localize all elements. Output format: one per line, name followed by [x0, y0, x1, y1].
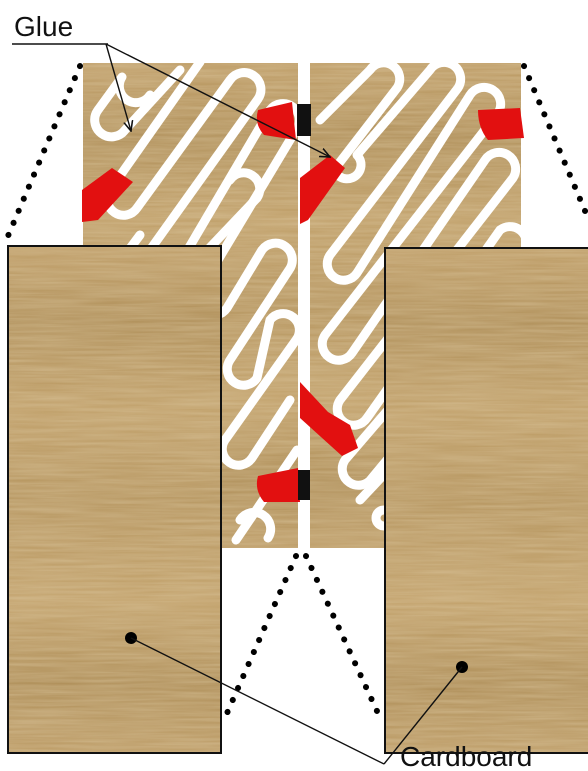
- dotted-line-bottom-left-outer: [224, 556, 296, 720]
- cardboard-label: Cardboard: [400, 741, 532, 771]
- right-cardboard-panel: [385, 248, 588, 753]
- dotted-line-top-left: [8, 66, 80, 236]
- dotted-line-top-right: [524, 66, 588, 218]
- left-cardboard-panel: [8, 246, 221, 753]
- glue-blob-right-top: [478, 108, 524, 140]
- gap-dark-line-top: [297, 104, 311, 136]
- gap-dark-line-mid: [298, 470, 310, 500]
- dotted-line-bottom-left-inner: [306, 556, 382, 722]
- glue-label: Glue: [14, 11, 73, 42]
